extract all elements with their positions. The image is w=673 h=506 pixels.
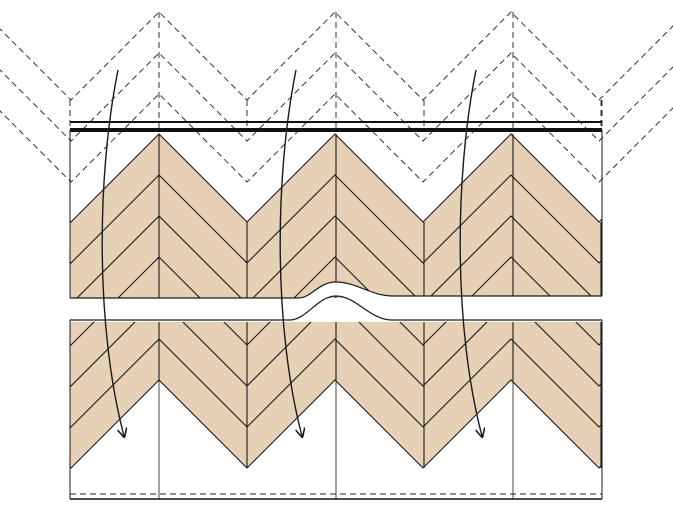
direction-arrow-2	[279, 69, 302, 436]
strip-edge-lower	[70, 322, 602, 387]
strip-edge-upper	[70, 133, 602, 223]
strip-edge-lower	[70, 338, 602, 428]
wood-fill-lower	[70, 322, 602, 468]
direction-arrows	[101, 69, 482, 436]
frame-lines	[69, 130, 603, 499]
strip-edge-upper	[76, 215, 594, 298]
upper-installed-field	[70, 133, 602, 298]
cut-gap	[68, 281, 604, 321]
strip-edge-lower	[70, 379, 602, 469]
lower-installed-field	[70, 322, 602, 469]
top-border-rail	[70, 121, 602, 132]
strip-edge-upper	[70, 174, 602, 264]
future-row-outline	[0, 11, 673, 101]
future-rows-dashed	[0, 11, 673, 183]
direction-arrow-1	[101, 69, 124, 436]
bottom-dashed-edge	[70, 493, 602, 500]
future-row-outline	[0, 52, 673, 142]
future-row-outline	[0, 93, 673, 183]
direction-arrow-3	[459, 69, 482, 436]
